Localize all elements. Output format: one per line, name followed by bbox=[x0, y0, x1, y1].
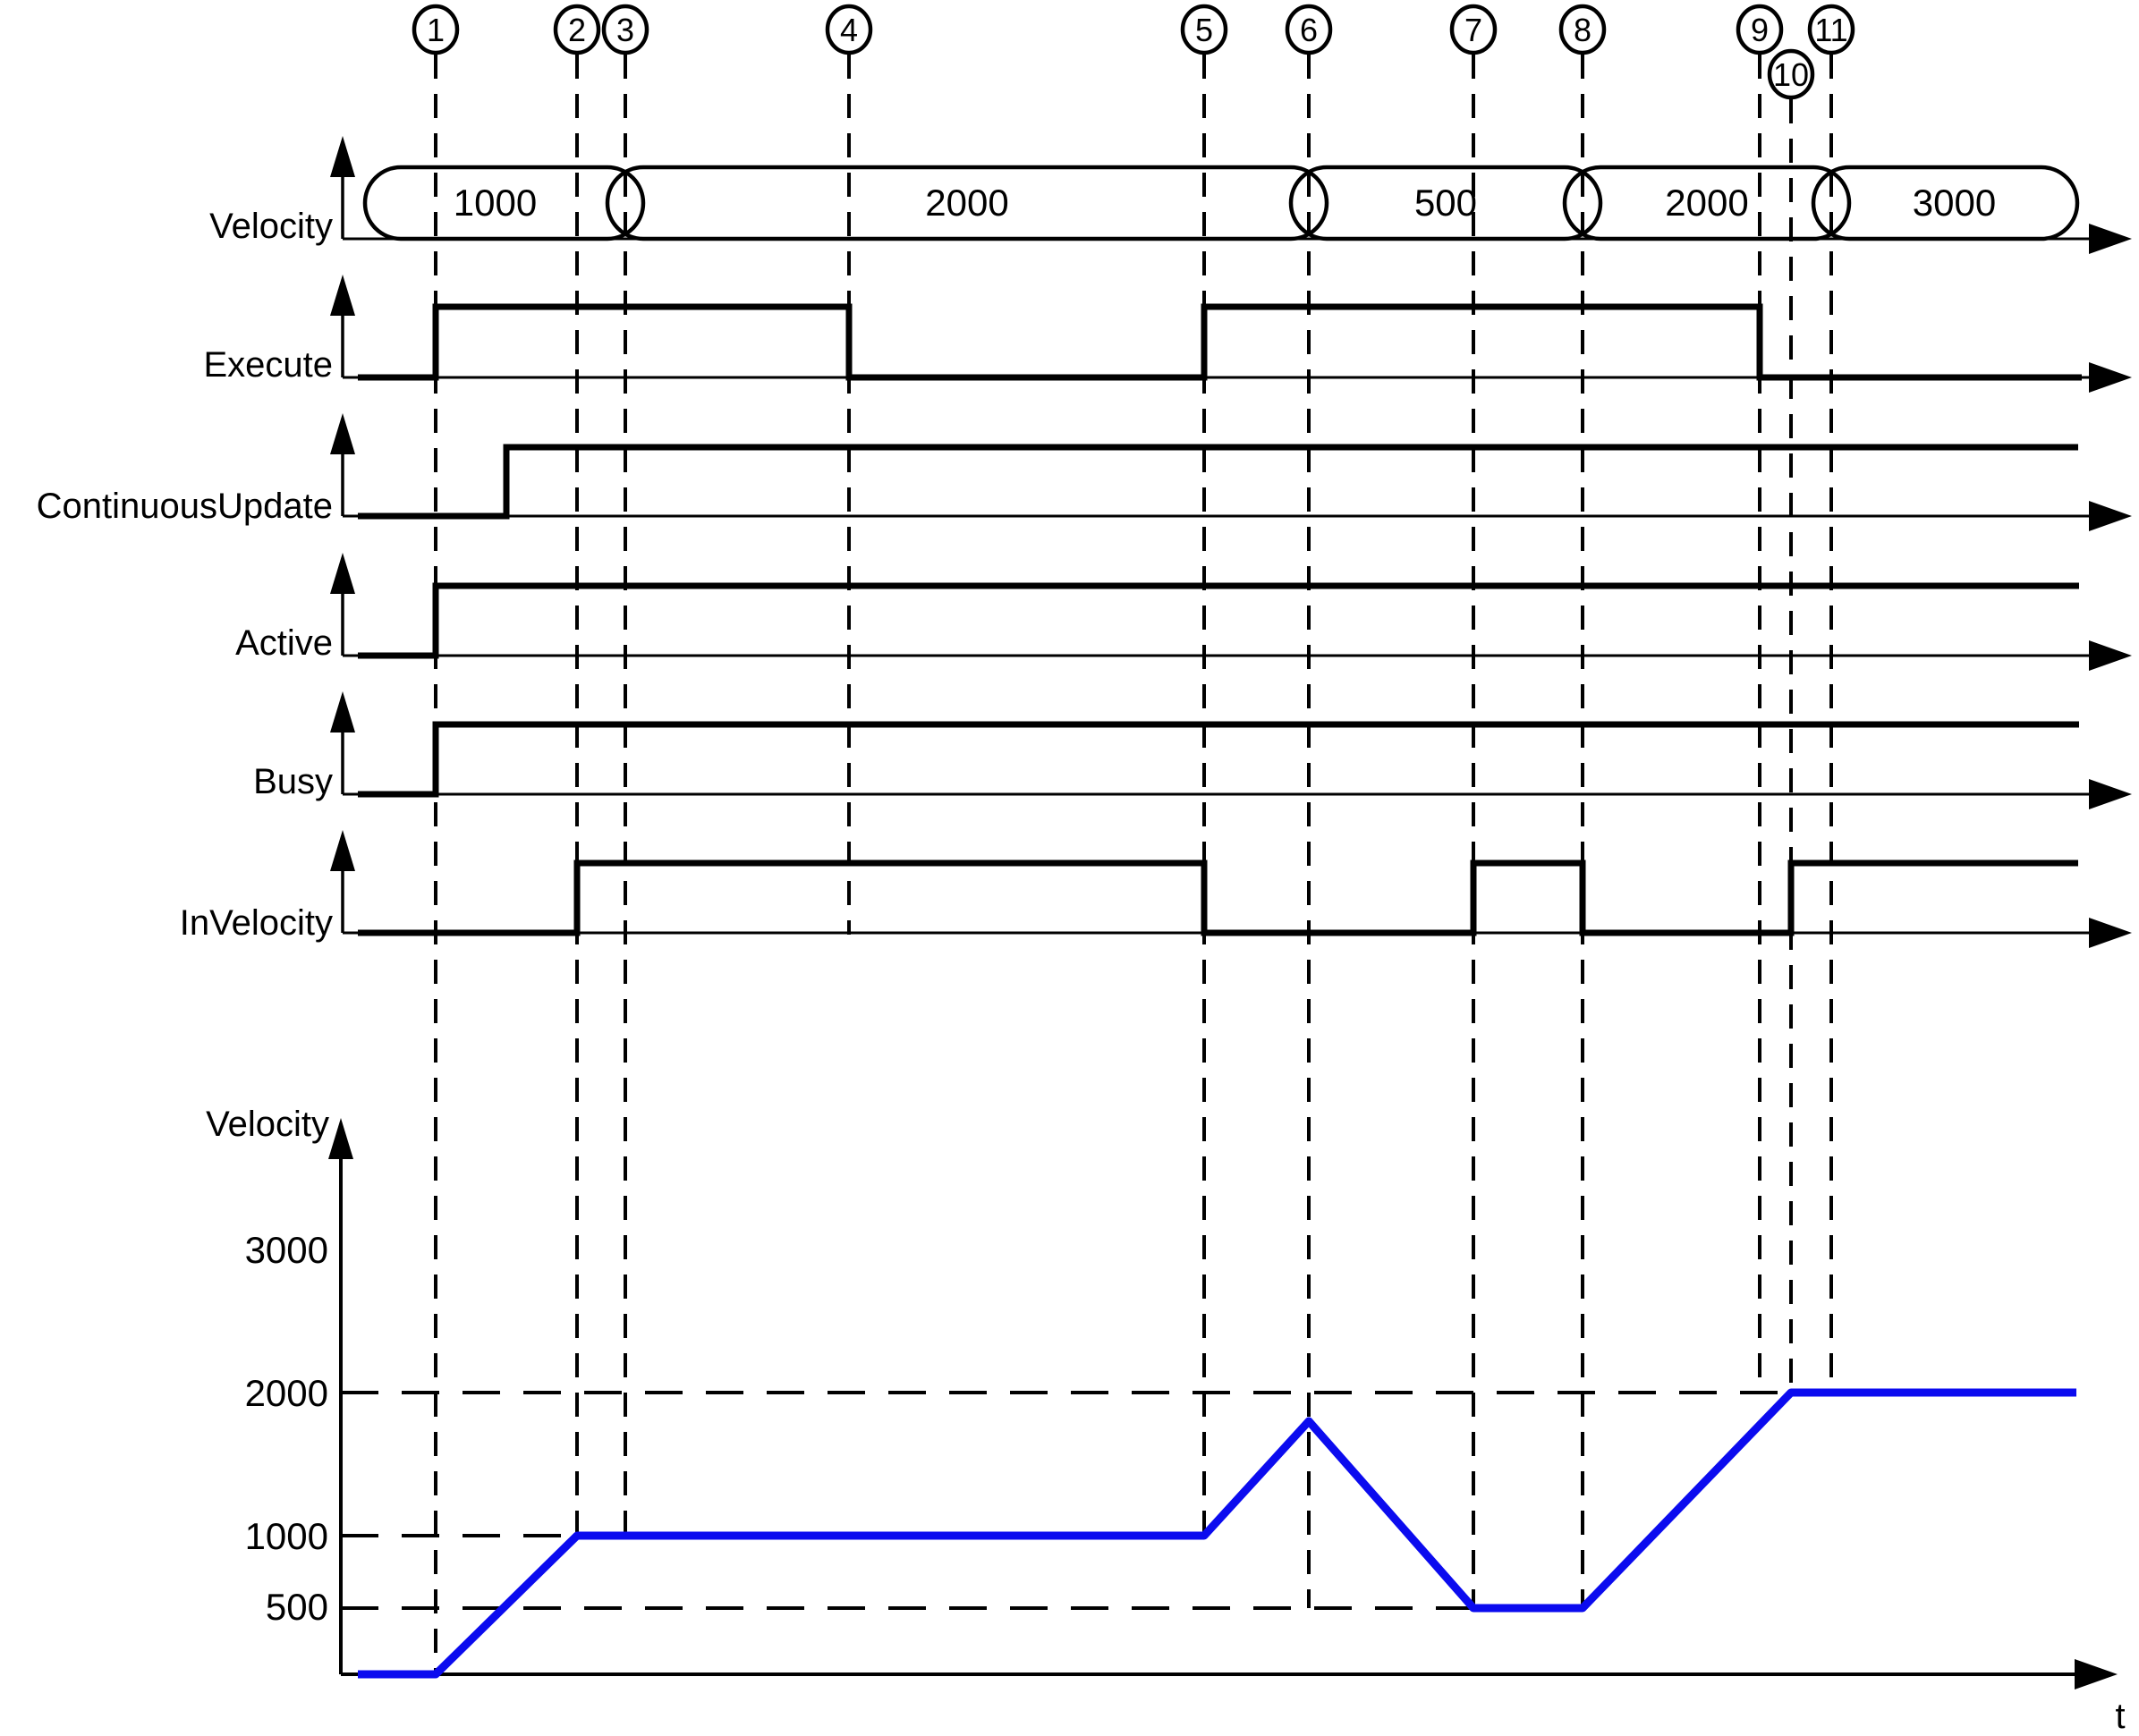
event-marker-circle-2 bbox=[553, 4, 601, 55]
lane-label-velocity-setpoint: Velocity bbox=[209, 207, 333, 246]
event-marker-number-9: 9 bbox=[1751, 12, 1769, 48]
event-marker-number-2: 2 bbox=[568, 12, 586, 48]
velocity-pill bbox=[1288, 165, 1603, 241]
event-marker-circle-4 bbox=[825, 4, 873, 55]
event-marker-number-7: 7 bbox=[1464, 12, 1482, 48]
event-marker-number-8: 8 bbox=[1574, 12, 1592, 48]
velocity-pill bbox=[1811, 165, 2080, 241]
signal-baseline-arrowhead-icon bbox=[2089, 362, 2132, 393]
velocity-pill bbox=[1562, 165, 1852, 241]
event-marker-circle-6 bbox=[1285, 4, 1333, 55]
lane-label-active: Active bbox=[235, 623, 333, 663]
signal-waveform-execute bbox=[358, 303, 2082, 381]
velocity-lane-axis-arrowhead-icon bbox=[330, 136, 355, 177]
velocity-pill-value: 1000 bbox=[454, 182, 537, 224]
signal-axis-arrowhead-icon bbox=[330, 413, 355, 454]
velocity-pill bbox=[605, 165, 1329, 241]
chart-y-tick-500: 500 bbox=[266, 1586, 328, 1628]
signal-baseline-arrowhead-icon bbox=[2089, 779, 2132, 809]
signal-waveform-busy bbox=[358, 721, 2079, 798]
lane-label-continuousupdate: ContinuousUpdate bbox=[37, 487, 333, 526]
chart-y-axis-label: Velocity bbox=[206, 1105, 329, 1144]
event-marker-circle-9 bbox=[1736, 4, 1784, 55]
chart-y-tick-2000: 2000 bbox=[245, 1372, 328, 1414]
velocity-pill-value: 2000 bbox=[925, 182, 1008, 224]
event-marker-number-10: 10 bbox=[1773, 56, 1809, 93]
chart-x-axis-arrowhead-icon bbox=[2075, 1659, 2118, 1689]
event-marker-circle-10 bbox=[1767, 48, 1815, 100]
signal-baseline-arrowhead-icon bbox=[2089, 501, 2132, 531]
chart-y-tick-1000: 1000 bbox=[245, 1515, 328, 1557]
chart-y-axis-arrowhead-icon bbox=[328, 1118, 353, 1159]
chart-x-axis-label: t bbox=[2115, 1697, 2125, 1736]
event-marker-circle-5 bbox=[1180, 4, 1228, 55]
event-marker-circle-8 bbox=[1558, 4, 1607, 55]
lane-label-execute: Execute bbox=[203, 345, 333, 385]
event-marker-number-3: 3 bbox=[616, 12, 634, 48]
event-marker-number-11: 11 bbox=[1814, 12, 1847, 48]
event-marker-number-6: 6 bbox=[1300, 12, 1318, 48]
event-marker-number-4: 4 bbox=[840, 12, 858, 48]
lane-label-busy: Busy bbox=[253, 762, 333, 801]
signal-waveform-continuousupdate bbox=[358, 444, 2078, 520]
velocity-pill bbox=[362, 165, 646, 241]
signal-waveform-invelocity bbox=[358, 860, 2078, 936]
signal-axis-arrowhead-icon bbox=[330, 553, 355, 594]
signal-baseline-arrowhead-icon bbox=[2089, 918, 2132, 948]
event-marker-number-5: 5 bbox=[1195, 12, 1213, 48]
velocity-pill-value: 2000 bbox=[1665, 182, 1748, 224]
velocity-pill-value: 500 bbox=[1414, 182, 1477, 224]
velocity-curve bbox=[358, 1388, 2076, 1679]
signal-axis-arrowhead-icon bbox=[330, 691, 355, 733]
chart-y-tick-3000: 3000 bbox=[245, 1229, 328, 1271]
velocity-pill-value: 3000 bbox=[1913, 182, 1996, 224]
signal-axis-arrowhead-icon bbox=[330, 275, 355, 316]
event-marker-circle-1 bbox=[412, 4, 460, 55]
event-marker-circle-11 bbox=[1807, 4, 1855, 55]
event-marker-circle-3 bbox=[601, 4, 649, 55]
event-marker-number-1: 1 bbox=[427, 12, 445, 48]
velocity-lane-arrowhead-icon bbox=[2089, 224, 2132, 254]
event-marker-circle-7 bbox=[1449, 4, 1498, 55]
signal-axis-arrowhead-icon bbox=[330, 830, 355, 871]
signal-waveform-active bbox=[358, 582, 2079, 659]
lane-label-invelocity: InVelocity bbox=[180, 903, 333, 943]
signal-baseline-arrowhead-icon bbox=[2089, 640, 2132, 671]
